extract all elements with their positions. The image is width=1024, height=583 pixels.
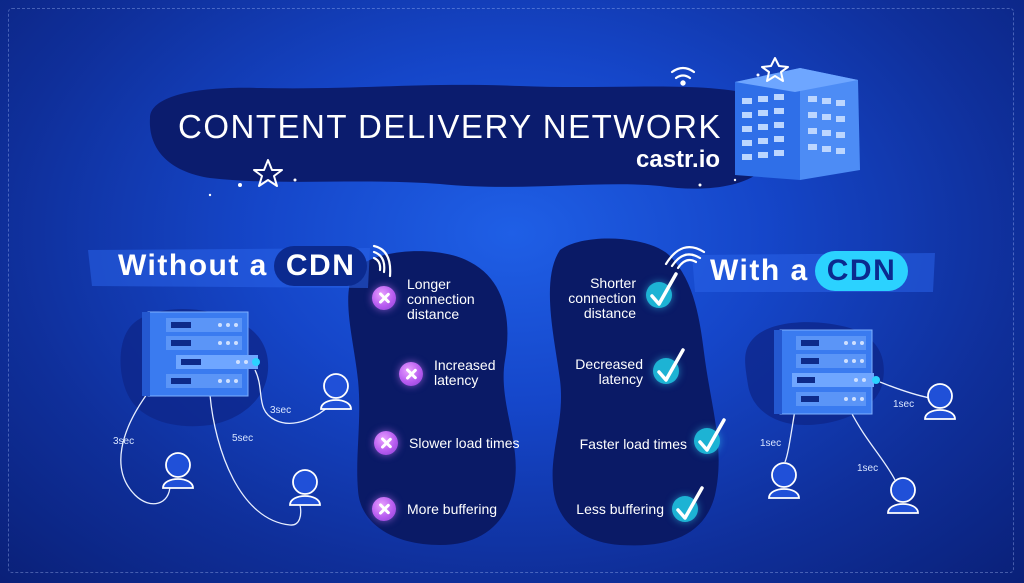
without-cdn-pill: CDN — [273, 246, 368, 286]
wifi-icon — [670, 66, 696, 86]
brand-name: castr.io — [636, 146, 721, 173]
wifi-icons — [372, 66, 706, 278]
header-blob — [149, 84, 787, 189]
wire-to-user-3 — [254, 369, 331, 424]
with-item-3: Faster load times — [579, 436, 687, 452]
time-label: 1sec — [857, 463, 879, 474]
center-blob-right — [549, 238, 719, 546]
time-label: 3sec — [270, 405, 292, 416]
without-item-1: Longer connection distance — [407, 276, 475, 322]
wire-to-user-2 — [209, 394, 302, 526]
star-icon — [253, 159, 283, 187]
with-heading-prefix: With a — [710, 254, 809, 287]
left-users — [162, 373, 352, 506]
wifi-icon — [664, 246, 706, 270]
x-icon — [372, 497, 396, 521]
with-item-1: Shorter connection distance — [568, 275, 636, 321]
left-wires — [120, 369, 331, 526]
time-label: 3sec — [113, 436, 135, 447]
star-icons — [253, 57, 789, 187]
user-icon — [887, 477, 919, 514]
right-users — [768, 383, 956, 514]
wire-r-user-1 — [784, 409, 796, 463]
without-item-4: More buffering — [407, 501, 498, 517]
without-heading-prefix: Without a — [118, 249, 268, 282]
with-item-2: Decreased latency — [575, 356, 643, 387]
x-icon — [399, 362, 423, 386]
user-icon — [924, 383, 956, 420]
without-item-3: Slower load times — [409, 435, 520, 451]
wire-to-user-1 — [120, 389, 171, 505]
x-icon — [374, 431, 398, 455]
sparkle-dots — [208, 73, 760, 197]
star-icon — [761, 57, 789, 82]
wire-r-user-2 — [849, 409, 896, 481]
x-icon — [372, 286, 396, 310]
right-server-icon — [774, 329, 880, 415]
right-wires — [784, 381, 931, 481]
wifi-icon — [372, 244, 392, 278]
time-label: 1sec — [893, 399, 915, 410]
time-label: 5sec — [232, 433, 254, 444]
with-cdn-pill: CDN — [814, 251, 909, 291]
building-icon — [735, 68, 860, 180]
without-item-2: Increased latency — [434, 357, 496, 388]
left-server-icon — [142, 311, 260, 397]
user-icon — [768, 462, 800, 499]
center-blob-left — [348, 251, 516, 546]
user-icon — [289, 469, 321, 506]
user-icon — [162, 452, 194, 489]
time-label: 1sec — [760, 438, 782, 449]
wire-r-user-3 — [879, 381, 931, 399]
with-item-4: Less buffering — [576, 501, 664, 517]
user-icon — [320, 373, 352, 410]
page-title: CONTENT DELIVERY NETWORK — [178, 108, 722, 145]
